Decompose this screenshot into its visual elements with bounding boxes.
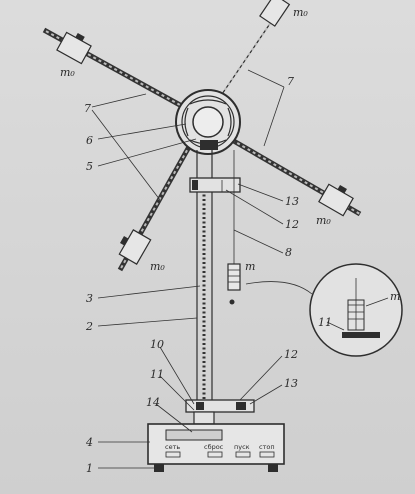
label-5: 5 [86, 160, 93, 173]
base-unit: сеть сброс пуск стоп [147, 423, 285, 472]
hub-clamp [200, 140, 218, 150]
label-6: 6 [86, 134, 93, 147]
label-11: 11 [150, 368, 164, 381]
foot-left [154, 464, 164, 472]
weights-m0 [56, 0, 354, 265]
label-2: 2 [85, 320, 93, 333]
label-11-inset: 11 [318, 316, 332, 329]
label-3: 3 [86, 292, 93, 305]
spoke-upper-right-marks [217, 5, 283, 101]
label-14: 14 [146, 396, 160, 409]
label-m-inset: m [390, 290, 400, 303]
label-m0-top: m₀ [293, 6, 308, 19]
button-power: сеть [165, 443, 180, 451]
label-12-lower: 12 [284, 348, 298, 361]
weight-top [259, 0, 291, 27]
spoke-lower-right-marks [231, 139, 361, 215]
label-12-upper: 12 [285, 218, 299, 231]
label-m-hang: m [245, 260, 255, 273]
button-start: пуск [234, 443, 250, 451]
weight-bottom [118, 229, 152, 265]
hanging-mass [227, 150, 241, 305]
label-1: 1 [86, 462, 93, 475]
button-reset: сброс [204, 443, 224, 451]
leader-lines [91, 69, 389, 469]
weight-left [56, 31, 92, 65]
detail-inset [245, 263, 403, 357]
label-10: 10 [150, 338, 164, 351]
labels: 7 7 6 5 13 12 8 m 3 2 10 12 11 13 14 4 1… [60, 6, 400, 475]
label-8: 8 [285, 246, 292, 259]
label-13-upper: 13 [285, 195, 299, 208]
pulley-hub [175, 89, 241, 155]
label-7-right: 7 [287, 75, 294, 88]
label-m0-right: m₀ [316, 214, 331, 227]
button-stop: стоп [259, 443, 275, 451]
column [196, 150, 213, 412]
label-13-lower: 13 [284, 377, 298, 390]
lower-bracket [185, 399, 255, 425]
foot-right [268, 464, 278, 472]
weight-right [318, 183, 354, 217]
label-7-left: 7 [84, 102, 91, 115]
label-4: 4 [85, 436, 93, 449]
label-m0-bottom: m₀ [150, 260, 165, 273]
label-m0-left: m₀ [60, 66, 75, 79]
spoke-upper-left-marks [43, 29, 181, 106]
upper-bracket [189, 177, 241, 193]
